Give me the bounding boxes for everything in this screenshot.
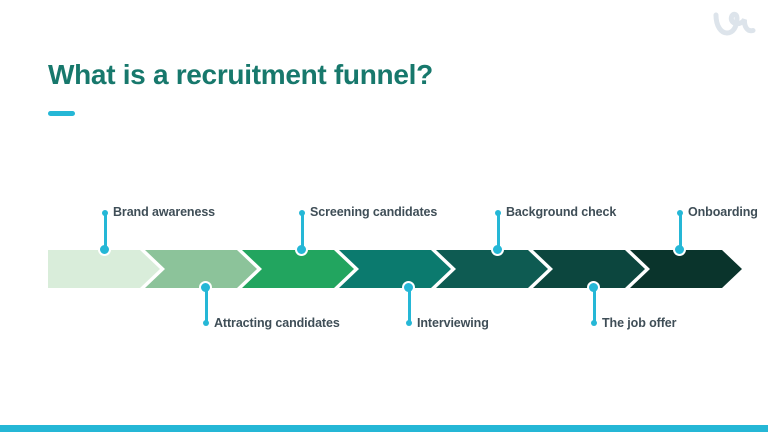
connector-line [592, 288, 596, 323]
stage-label: Attracting candidates [214, 316, 340, 330]
stage-label: The job offer [602, 316, 677, 330]
funnel-segment [630, 250, 742, 288]
stage-label: Onboarding [688, 205, 758, 219]
connector-line [300, 213, 304, 250]
stage-label: Screening candidates [310, 205, 438, 219]
connector-tip-dot [406, 320, 412, 326]
funnel-segment [242, 250, 354, 288]
connector-line [103, 213, 107, 250]
title-underline-dash [48, 111, 75, 116]
stage-label: Background check [506, 205, 617, 219]
bottom-accent-bar [0, 425, 768, 432]
connector-tip-dot [495, 210, 501, 216]
connector-tip-dot [677, 210, 683, 216]
wideo-logo-icon [713, 11, 756, 36]
connector-tip-dot [299, 210, 305, 216]
connector-tip-dot [591, 320, 597, 326]
connector-line [678, 213, 682, 250]
connector-line [407, 288, 411, 323]
stage-label: Brand awareness [113, 205, 216, 219]
connector-tip-dot [203, 320, 209, 326]
funnel-segment [339, 250, 451, 288]
funnel-segment [436, 250, 548, 288]
stage-label: Interviewing [417, 316, 489, 330]
connector-line [204, 288, 208, 323]
funnel-segment [48, 250, 160, 288]
connector-line [496, 213, 500, 250]
slide-title: What is a recruitment funnel? [48, 59, 433, 90]
connector-tip-dot [102, 210, 108, 216]
